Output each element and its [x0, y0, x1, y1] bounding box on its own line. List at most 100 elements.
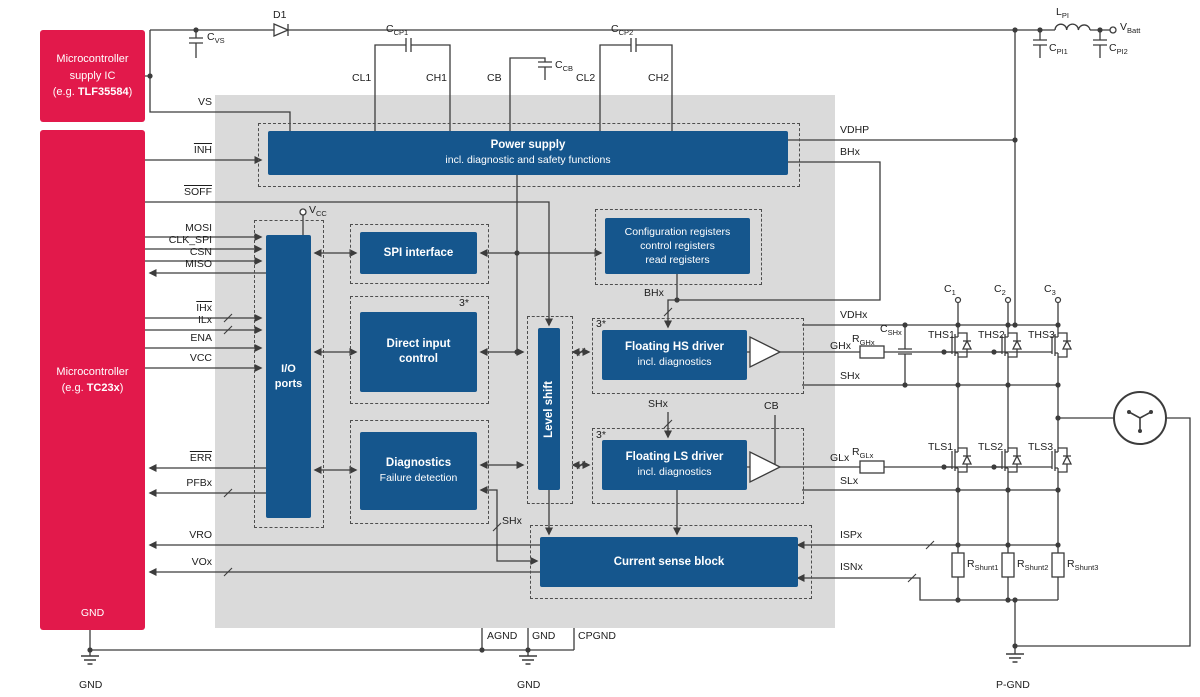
label-c1: C1 — [944, 283, 956, 298]
label-r-shunt2: RShunt2 — [1017, 558, 1049, 573]
label-v-cc: VCC — [309, 204, 327, 219]
label-c-cp2: CCP2 — [611, 23, 634, 38]
pin-label-csn: CSN — [189, 246, 212, 258]
wire-charge-pump2 — [599, 38, 673, 131]
block-current-sense: Current sense block — [540, 537, 798, 587]
pin-label-ena: ENA — [190, 332, 212, 344]
pin-label-inh: INH — [193, 144, 212, 156]
pin-label-agnd: AGND — [487, 630, 518, 642]
outline-current-sense — [530, 525, 812, 599]
resistor-rshunt3 — [1051, 552, 1065, 578]
diode-d1 — [273, 23, 290, 37]
config-registers-line1: Configuration registers — [624, 225, 731, 238]
label-r-shunt1: RShunt1 — [967, 558, 999, 573]
outline-diagnostics — [350, 420, 489, 524]
mcu-supply-line2: supply IC — [69, 69, 116, 82]
wire-cshx — [898, 325, 912, 385]
wire-dclink-taps — [957, 303, 1059, 325]
label-gnd-mid: GND — [517, 679, 541, 691]
label-c3: C3 — [1044, 283, 1056, 298]
outline-power-supply — [258, 123, 800, 187]
outline-ls-driver — [592, 428, 804, 504]
label-c2: C2 — [994, 283, 1006, 298]
pin-label-cpgnd: CPGND — [578, 630, 616, 642]
label-ths3: THS3 — [1028, 329, 1055, 341]
motor-icon — [1113, 391, 1167, 445]
wire-bhx — [664, 161, 881, 329]
pin-label-ispx: ISPx — [840, 529, 863, 541]
c1-terminal-icon — [954, 296, 962, 304]
pin-label-glx: GLx — [830, 452, 850, 464]
label-tls1: TLS1 — [928, 441, 954, 453]
block-mcu: Microcontroller (e.g. TC23x) GND — [40, 130, 145, 630]
block-config-registers: Configuration registers control register… — [605, 218, 750, 274]
pin-label-vcc: VCC — [189, 352, 212, 364]
outline-spi — [350, 224, 489, 284]
wire-charge-pump1 — [374, 38, 451, 131]
outline-direct-input — [350, 296, 489, 404]
wire-soff — [145, 201, 553, 327]
vcc-terminal-icon — [299, 208, 307, 216]
resistor-rshunt1 — [951, 552, 965, 578]
pin-label-ch2: CH2 — [648, 72, 670, 84]
resistor-rshunt2 — [1001, 552, 1015, 578]
label-c-pi2: CPI2 — [1109, 42, 1128, 57]
hs-driver-subtitle: incl. diagnostics — [637, 356, 712, 369]
config-registers-line3: read registers — [645, 254, 710, 267]
ls-driver-title: Floating LS driver — [625, 451, 724, 464]
power-supply-subtitle: incl. diagnostic and safety functions — [445, 154, 611, 167]
note-3x-ls: 3* — [596, 429, 606, 441]
pin-label-ilx: ILx — [197, 314, 212, 326]
pin-label-soff: SOFF — [184, 186, 212, 198]
note-3x-direct-input: 3* — [459, 297, 469, 309]
label-d1: D1 — [273, 9, 287, 21]
outline-hs-driver — [592, 318, 804, 394]
label-l-pi: LPI — [1056, 6, 1069, 21]
label-r-ghx: RGHx — [852, 333, 875, 348]
ls-driver-subtitle: incl. diagnostics — [637, 466, 712, 479]
wire-shx-diag — [479, 486, 539, 565]
block-io-ports: I/O ports — [266, 235, 311, 518]
junction-dots — [87, 27, 1103, 653]
pin-label-shx: SHx — [840, 370, 860, 382]
label-r-glx: RGLx — [852, 446, 874, 461]
block-spi-interface: SPI interface — [360, 232, 477, 274]
label-v-batt: VBatt — [1120, 21, 1141, 36]
hs-driver-title: Floating HS driver — [624, 341, 725, 354]
pin-label-err: ERR — [189, 452, 212, 464]
diagnostics-title: Diagnostics — [385, 457, 452, 470]
block-level-shift: Level shift — [538, 328, 560, 490]
pin-label-ghx: GHx — [830, 340, 851, 352]
label-tls3: TLS3 — [1028, 441, 1054, 453]
label-cb-ls: CB — [764, 400, 779, 412]
outline-level-shift — [527, 316, 573, 504]
ls-buffer-icon — [749, 450, 782, 484]
label-c-pi1: CPI1 — [1049, 42, 1068, 57]
label-c-shx: CSHx — [880, 323, 902, 338]
outline-io-ports — [254, 220, 324, 528]
config-registers-line2: control registers — [640, 239, 715, 252]
ground-symbol — [518, 655, 538, 665]
label-bhx-hs: BHx — [644, 287, 664, 299]
outline-config-registers — [595, 209, 762, 285]
label-pgnd: P-GND — [996, 679, 1030, 691]
label-ths1: THS1 — [928, 329, 955, 341]
mcu-line1: Microcontroller — [56, 365, 129, 378]
label-tls2: TLS2 — [978, 441, 1004, 453]
label-c-cb: CCB — [555, 59, 574, 74]
mcu-supply-line3: (e.g. TLF35584) — [52, 86, 133, 99]
wire-shunt-bottoms — [957, 577, 1059, 600]
c2-terminal-icon — [1004, 296, 1012, 304]
pin-label-vro: VRO — [189, 529, 212, 541]
ground-symbol — [80, 655, 100, 665]
ground-symbol — [1005, 653, 1025, 663]
wire-battery — [1014, 29, 1110, 325]
direct-input-line1: Direct input — [386, 338, 451, 351]
label-c-cp1: CCP1 — [386, 23, 409, 38]
vbatt-terminal-icon — [1109, 26, 1117, 34]
label-shx-ls: SHx — [648, 398, 668, 410]
pin-label-slx: SLx — [840, 475, 859, 487]
wire-phase-columns — [957, 365, 1059, 440]
pin-label-cl1: CL1 — [352, 72, 372, 84]
